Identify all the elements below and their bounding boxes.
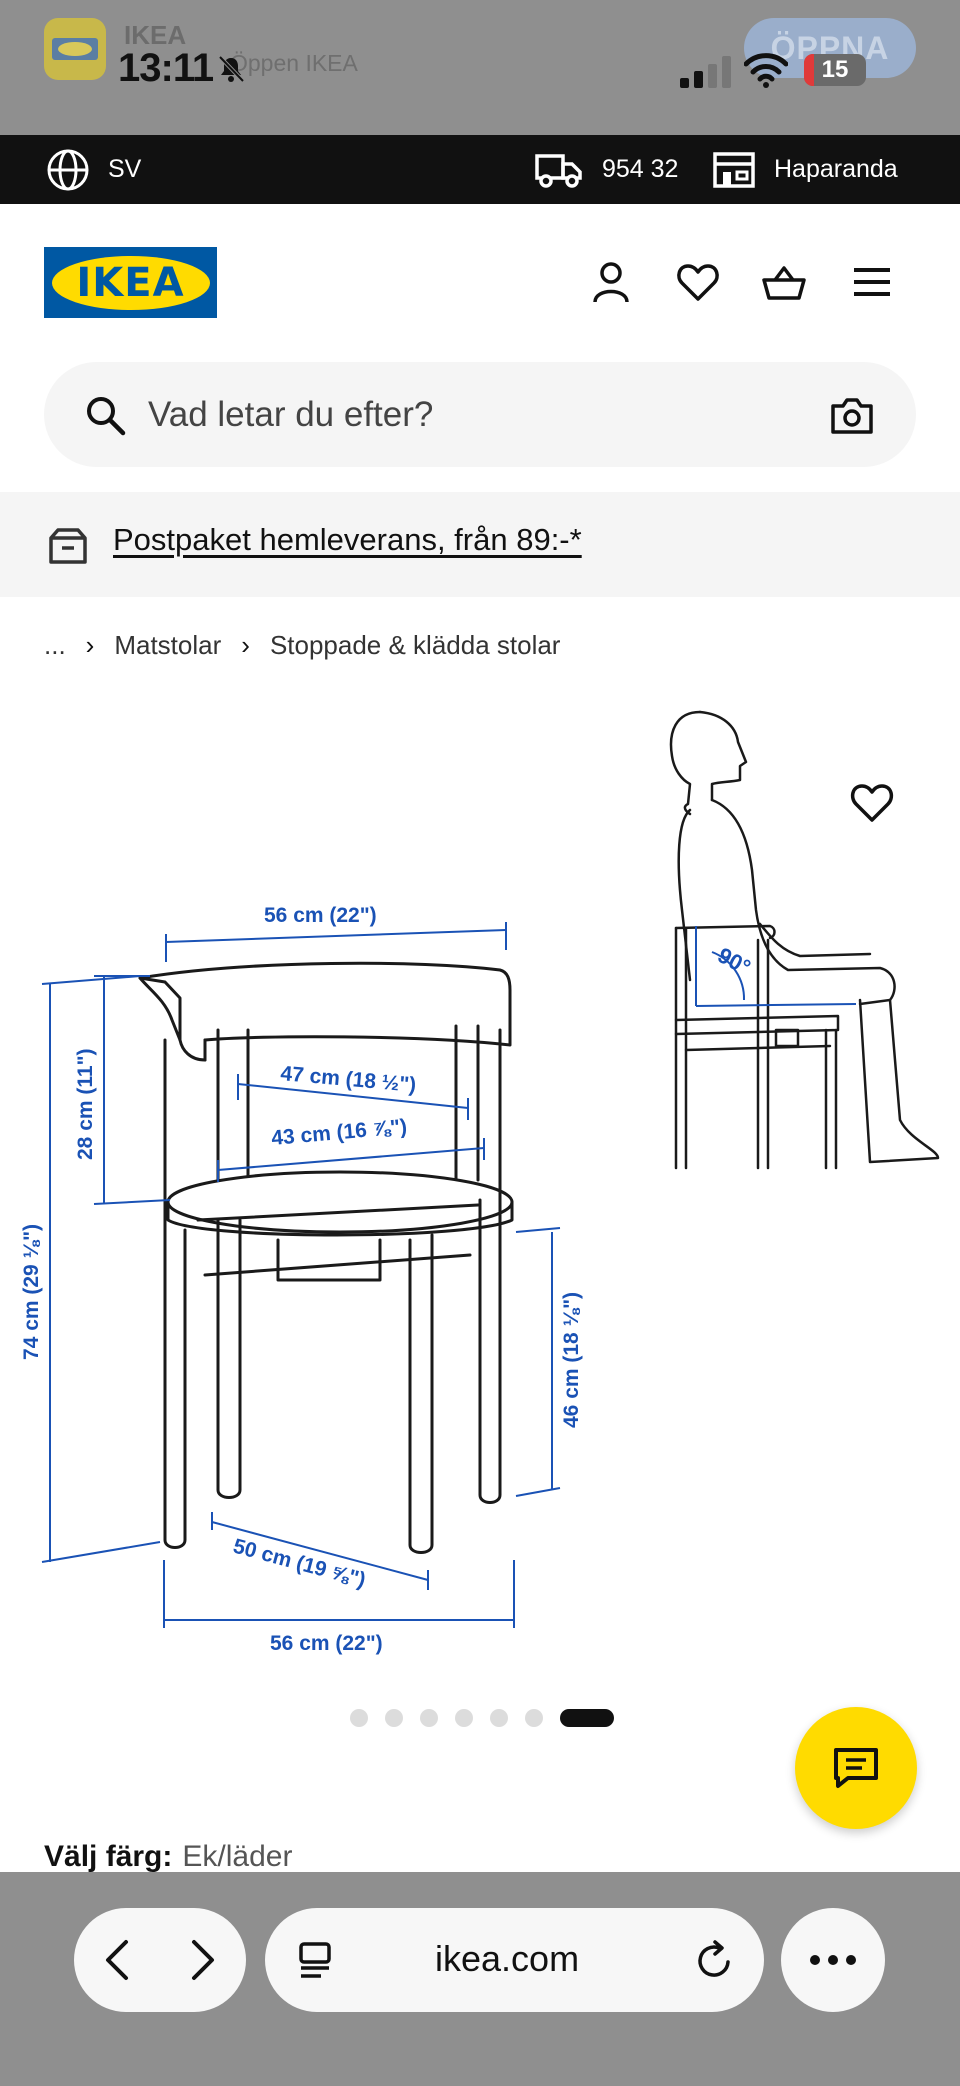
store-label: Haparanda — [774, 155, 898, 183]
dim-back-height: 28 cm (11") — [74, 1048, 97, 1160]
carousel-dot[interactable] — [455, 1709, 473, 1727]
postcode-selector[interactable]: 954 32 — [534, 135, 678, 204]
forward-arrow-icon[interactable] — [184, 1938, 220, 1982]
battery-indicator: 15 — [804, 54, 866, 86]
menu-hamburger-icon[interactable] — [850, 260, 894, 304]
breadcrumb: ... › Matstolar › Stoppade & klädda stol… — [44, 625, 560, 665]
navigation-pill — [74, 1908, 246, 2012]
language-label: SV — [108, 155, 142, 183]
delivery-truck-icon — [535, 153, 582, 188]
reload-icon[interactable] — [695, 1938, 735, 1982]
color-label: Välj färg: — [44, 1840, 173, 1873]
add-to-favorites-heart-icon[interactable] — [848, 780, 896, 824]
dim-total-height: 74 cm (29 ⅛") — [20, 1224, 43, 1360]
carousel-dot[interactable] — [525, 1709, 543, 1727]
color-selector[interactable]: Välj färg: Ek/läder — [44, 1840, 292, 1874]
address-bar[interactable]: ikea.com — [265, 1908, 764, 2012]
parcel-icon — [49, 528, 87, 564]
shopping-basket-icon[interactable] — [762, 260, 806, 304]
url-text: ikea.com — [435, 1938, 580, 1979]
location-bar: SV 954 32 Haparanda — [0, 135, 960, 204]
dim-top-width: 56 cm (22") — [264, 904, 377, 927]
chat-button[interactable] — [795, 1707, 917, 1829]
browser-toolbar: ikea.com — [0, 1872, 960, 2086]
camera-search-icon[interactable] — [830, 396, 874, 436]
dim-inner-width-back: 47 cm (18 ½") — [280, 1062, 418, 1097]
carousel-dot-active[interactable] — [560, 1709, 614, 1727]
breadcrumb-item-matstolar[interactable]: Matstolar — [114, 629, 222, 660]
status-bar: IKEA Öppen IKEA 13:11 ÖPPNA 15 — [0, 0, 960, 135]
carousel-dot[interactable] — [420, 1709, 438, 1727]
banner-app-name: IKEA — [124, 20, 187, 50]
postcode-label: 954 32 — [602, 155, 679, 183]
clock: 13:11 — [118, 46, 214, 90]
site-header: IKEA — [0, 204, 960, 354]
chevron-right-icon: › — [85, 629, 95, 660]
profile-icon[interactable] — [589, 260, 633, 304]
more-options-button[interactable] — [781, 1908, 885, 2012]
breadcrumb-item-current[interactable]: Stoppade & klädda stolar — [269, 629, 561, 660]
search-bar[interactable] — [44, 362, 916, 467]
wifi-icon — [744, 53, 788, 88]
cellular-signal-icon — [680, 56, 731, 88]
carousel-dot[interactable] — [350, 1709, 368, 1727]
breadcrumb-ellipsis[interactable]: ... — [44, 629, 66, 660]
ikea-logo[interactable]: IKEA — [44, 247, 217, 318]
store-icon — [713, 151, 755, 188]
dim-angle: 90° — [714, 942, 755, 980]
more-dots-icon — [810, 1955, 856, 1965]
ikea-app-icon[interactable] — [44, 18, 106, 80]
banner-subtitle: Öppen IKEA — [230, 50, 358, 76]
dim-depth: 50 cm (19 ⅝") — [231, 1535, 368, 1592]
carousel-dot[interactable] — [385, 1709, 403, 1727]
carousel-dot[interactable] — [490, 1709, 508, 1727]
heart-icon[interactable] — [676, 260, 720, 304]
carousel-indicator — [350, 1708, 614, 1728]
search-input[interactable] — [148, 382, 808, 447]
product-dimension-image[interactable]: 56 cm (22") 47 cm (18 ½") 43 cm (16 ⅞") … — [0, 700, 960, 1660]
dim-bottom-width: 56 cm (22") — [270, 1632, 383, 1655]
language-selector[interactable]: SV — [46, 135, 141, 204]
back-arrow-icon[interactable] — [100, 1938, 136, 1982]
dim-seat-height: 46 cm (18 ⅛") — [560, 1292, 583, 1428]
store-selector[interactable]: Haparanda — [712, 135, 898, 204]
search-icon — [87, 397, 126, 436]
chat-bubble-icon — [834, 1748, 878, 1788]
dim-seat-width: 43 cm (16 ⅞") — [270, 1115, 408, 1150]
delivery-link[interactable]: Postpaket hemleverans, från 89:-* — [113, 522, 582, 557]
reader-tabs-icon[interactable] — [297, 1940, 333, 1980]
globe-icon — [47, 149, 89, 190]
bell-muted-icon — [218, 55, 245, 83]
delivery-banner: Postpaket hemleverans, från 89:-* — [0, 492, 960, 597]
color-value: Ek/läder — [182, 1840, 293, 1873]
chevron-right-icon: › — [241, 629, 250, 660]
